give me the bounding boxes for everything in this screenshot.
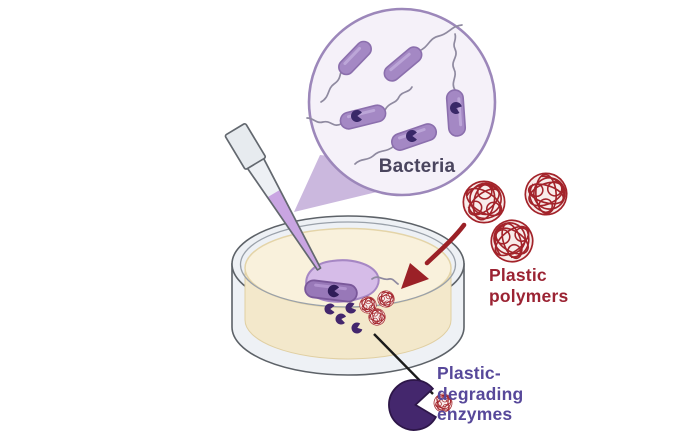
plastic-polymer-ball	[484, 212, 540, 270]
bacterium-rod	[338, 40, 372, 76]
pipette-liquid	[267, 189, 320, 269]
arrowhead	[401, 263, 429, 289]
plastic-polymer-ball	[461, 180, 507, 224]
svg-text:Plastic-: Plastic-	[437, 363, 501, 383]
svg-text:enzymes: enzymes	[437, 404, 512, 424]
inoculation-droplet	[304, 259, 399, 303]
flagellum	[371, 276, 399, 285]
bacterium-rod	[383, 46, 423, 82]
pipette	[224, 122, 322, 271]
plastic-polymer-ball	[515, 163, 577, 225]
svg-text:Plastic: Plastic	[489, 265, 547, 285]
plastic-polymers-label: Plastic polymers	[489, 265, 568, 306]
bacteria-label: Bacteria	[379, 156, 456, 177]
svg-text:polymers: polymers	[489, 286, 568, 306]
svg-text:degrading: degrading	[437, 384, 523, 404]
plastic-degrading-enzymes-label: Plastic- degrading enzymes	[437, 363, 523, 424]
bacteria-inset-circle: Bacteria	[306, 7, 497, 197]
red-arrow	[401, 222, 467, 289]
